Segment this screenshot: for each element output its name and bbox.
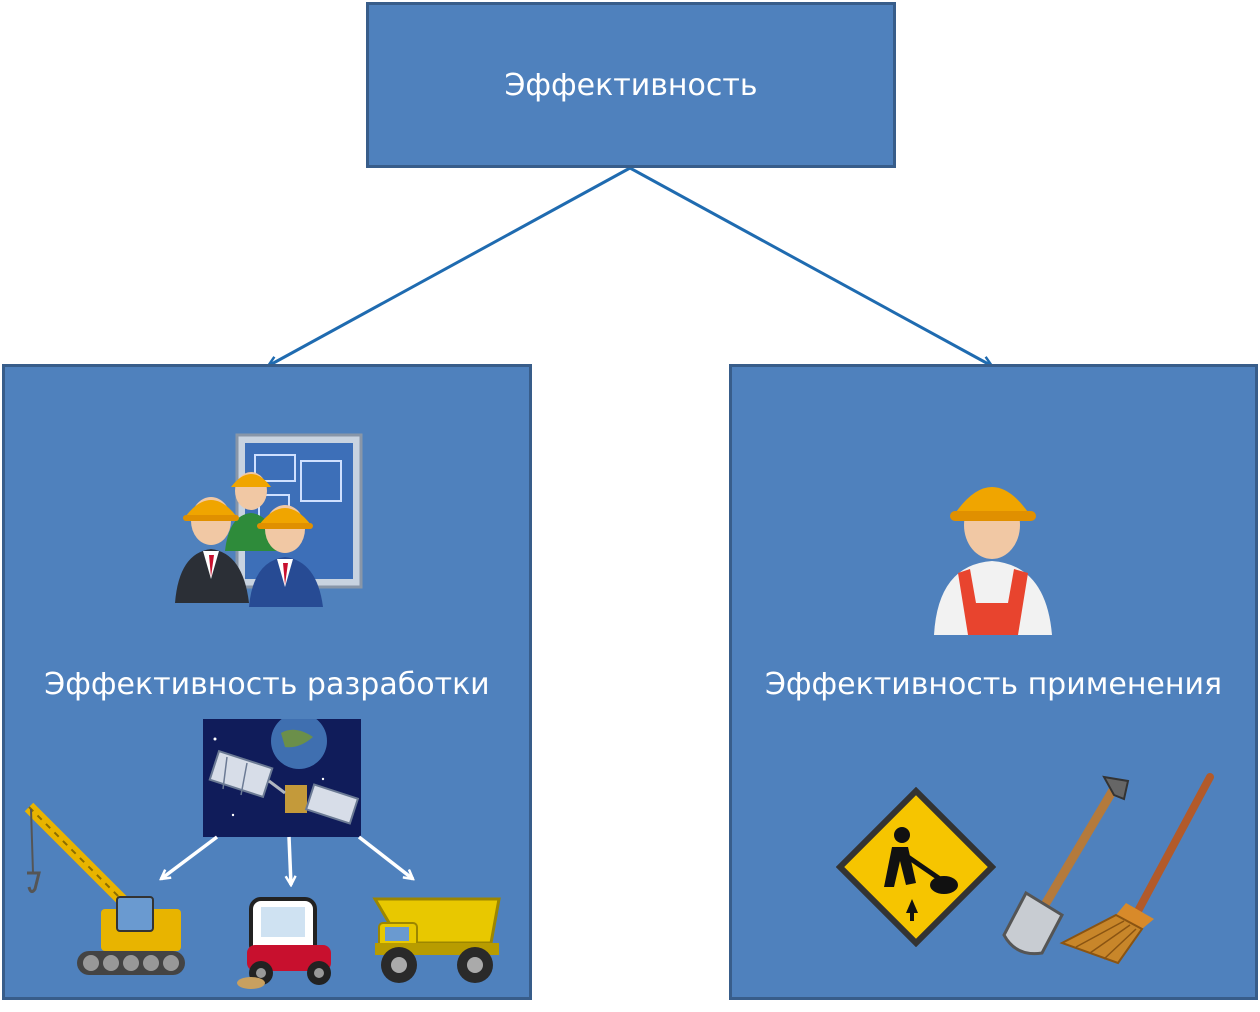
construction-engineers-with-blueprint-icon	[173, 431, 369, 611]
satellite-link-arrows	[155, 835, 425, 895]
application-label: Эффективность применения	[732, 667, 1255, 702]
construction-worker-icon	[928, 453, 1058, 637]
dump-truck-icon	[371, 887, 505, 987]
development-label: Эффективность разработки	[5, 667, 529, 702]
street-sweeper-icon	[235, 889, 339, 991]
root-node: Эффективность	[366, 2, 896, 168]
crane-icon	[21, 799, 191, 985]
application-node: Эффективность применения	[729, 364, 1258, 1000]
arrow-to-development	[268, 168, 630, 366]
satellite-in-orbit-icon	[203, 719, 361, 837]
root-label: Эффективность	[504, 68, 757, 103]
broom-icon	[1054, 767, 1224, 967]
arrow-to-application	[630, 168, 992, 366]
development-node: Эффективность разработки	[2, 364, 532, 1000]
